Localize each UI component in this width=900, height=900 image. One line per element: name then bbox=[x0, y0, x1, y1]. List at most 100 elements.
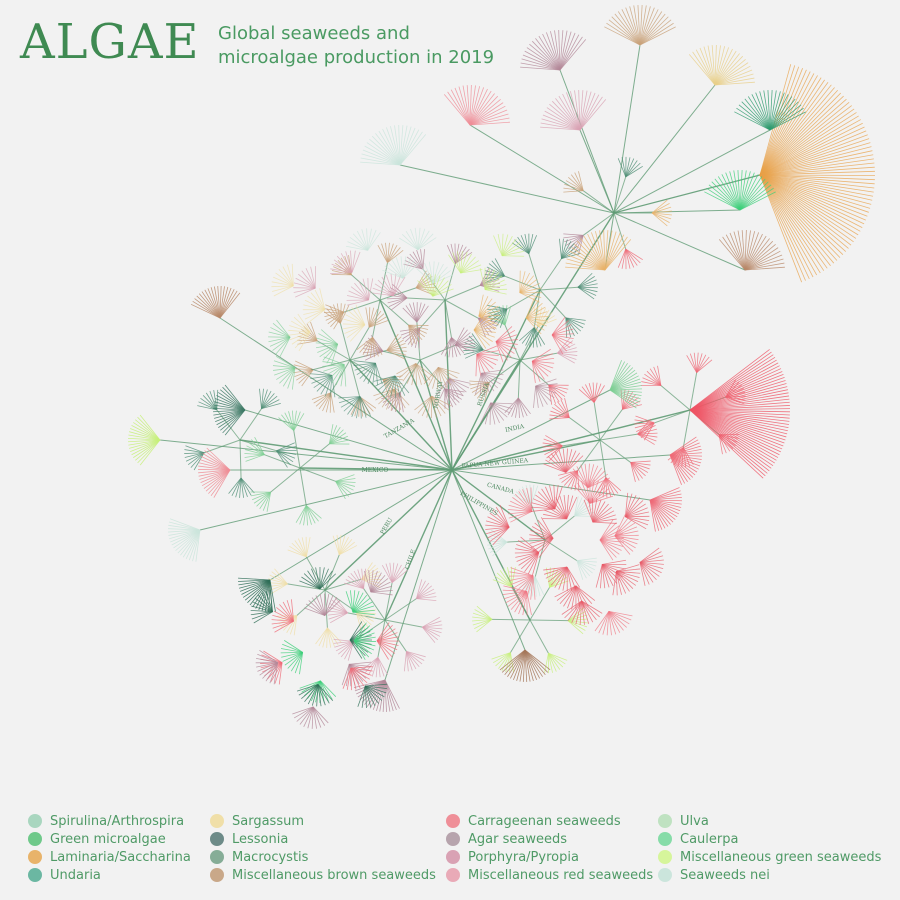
fan-stroke bbox=[244, 579, 271, 601]
fan-stroke bbox=[295, 360, 314, 370]
fan-stroke bbox=[318, 333, 338, 345]
fan-stroke bbox=[565, 455, 584, 473]
fan-stroke bbox=[261, 402, 281, 410]
fan-stroke bbox=[331, 263, 353, 273]
species-fan bbox=[472, 605, 493, 633]
fan-stroke bbox=[511, 242, 530, 255]
fan-stroke bbox=[168, 529, 201, 533]
fan-stroke bbox=[546, 445, 563, 459]
fan-stroke bbox=[342, 667, 352, 689]
fan-stroke bbox=[455, 251, 473, 264]
fan-stroke bbox=[689, 408, 790, 411]
fan-stroke bbox=[240, 477, 244, 498]
legend-item: Caulerpa bbox=[658, 830, 738, 848]
fan-stroke bbox=[639, 11, 663, 46]
fan-stroke bbox=[545, 486, 556, 510]
fan-stroke bbox=[581, 600, 590, 625]
fan-stroke bbox=[572, 468, 589, 488]
fan-stroke bbox=[533, 327, 538, 348]
fan-stroke bbox=[639, 561, 662, 574]
legend-label: Seaweeds nei bbox=[680, 867, 770, 883]
fan-stroke bbox=[415, 363, 418, 386]
fan-stroke bbox=[362, 337, 373, 356]
fan-stroke bbox=[340, 305, 350, 324]
fan-stroke bbox=[454, 332, 471, 346]
fan-stroke bbox=[423, 367, 439, 385]
fan-stroke bbox=[542, 442, 563, 447]
fan-stroke bbox=[299, 505, 307, 525]
fan-stroke bbox=[402, 363, 417, 382]
fan-stroke bbox=[276, 442, 295, 452]
fan-stroke bbox=[329, 375, 333, 398]
fan-stroke bbox=[476, 350, 499, 355]
fan-stroke bbox=[259, 491, 271, 510]
fan-stroke bbox=[529, 43, 561, 71]
fan-stroke bbox=[338, 396, 361, 399]
fan-stroke bbox=[532, 327, 535, 348]
sub-branch bbox=[293, 430, 301, 469]
fan-stroke bbox=[532, 353, 554, 362]
species-fan bbox=[255, 650, 279, 685]
fan-stroke bbox=[541, 488, 556, 510]
fan-stroke bbox=[689, 409, 781, 453]
sub-branch bbox=[689, 372, 698, 411]
fan-stroke bbox=[219, 286, 222, 319]
fan-stroke bbox=[393, 276, 406, 296]
main-branch bbox=[384, 469, 453, 621]
fan-stroke bbox=[704, 191, 741, 211]
fan-stroke bbox=[577, 286, 595, 300]
species-fan bbox=[540, 90, 607, 131]
species-fan bbox=[278, 410, 305, 431]
fan-stroke bbox=[557, 337, 571, 354]
fan-stroke bbox=[219, 286, 225, 319]
fan-stroke bbox=[437, 367, 448, 388]
species-fan bbox=[168, 518, 201, 562]
species-fan bbox=[686, 352, 713, 373]
fan-stroke bbox=[563, 470, 578, 486]
fan-stroke bbox=[376, 628, 396, 642]
fan-stroke bbox=[575, 585, 593, 604]
fan-stroke bbox=[332, 535, 340, 555]
fan-stroke bbox=[344, 582, 364, 589]
fan-stroke bbox=[525, 327, 535, 346]
fan-stroke bbox=[580, 464, 589, 488]
species-fan bbox=[609, 360, 642, 409]
species-fan bbox=[491, 652, 515, 673]
fan-stroke bbox=[228, 477, 242, 494]
fan-stroke bbox=[240, 477, 252, 496]
fan-stroke bbox=[599, 539, 620, 555]
fan-stroke bbox=[567, 254, 606, 271]
fan-stroke bbox=[518, 327, 535, 342]
fan-stroke bbox=[577, 276, 595, 288]
fan-stroke bbox=[599, 539, 617, 558]
fan-stroke bbox=[377, 657, 381, 678]
fan-stroke bbox=[669, 439, 699, 456]
fan-stroke bbox=[759, 174, 859, 236]
fan-stroke bbox=[349, 237, 368, 251]
fan-stroke bbox=[325, 304, 345, 313]
fan-stroke bbox=[310, 368, 333, 376]
fan-stroke bbox=[651, 212, 672, 220]
fan-stroke bbox=[549, 414, 570, 418]
fan-stroke bbox=[293, 282, 316, 289]
species-fan bbox=[463, 333, 484, 359]
fan-stroke bbox=[387, 297, 408, 304]
fan-stroke bbox=[595, 231, 606, 271]
fan-stroke bbox=[216, 389, 219, 410]
fan-stroke bbox=[399, 131, 423, 166]
subtitle-line-1: Global seaweeds and bbox=[218, 23, 410, 44]
fan-stroke bbox=[320, 680, 333, 700]
fan-stroke bbox=[559, 238, 562, 259]
fan-stroke bbox=[458, 86, 471, 126]
fan-stroke bbox=[394, 375, 410, 394]
fan-stroke bbox=[437, 367, 443, 390]
fan-stroke bbox=[722, 236, 746, 271]
fan-stroke bbox=[604, 234, 625, 271]
fan-stroke bbox=[630, 462, 651, 466]
fan-stroke bbox=[574, 497, 583, 517]
fan-stroke bbox=[416, 596, 437, 600]
fan-stroke bbox=[355, 611, 374, 622]
fan-stroke bbox=[416, 579, 423, 599]
fan-stroke bbox=[219, 290, 238, 319]
fan-stroke bbox=[441, 337, 452, 355]
